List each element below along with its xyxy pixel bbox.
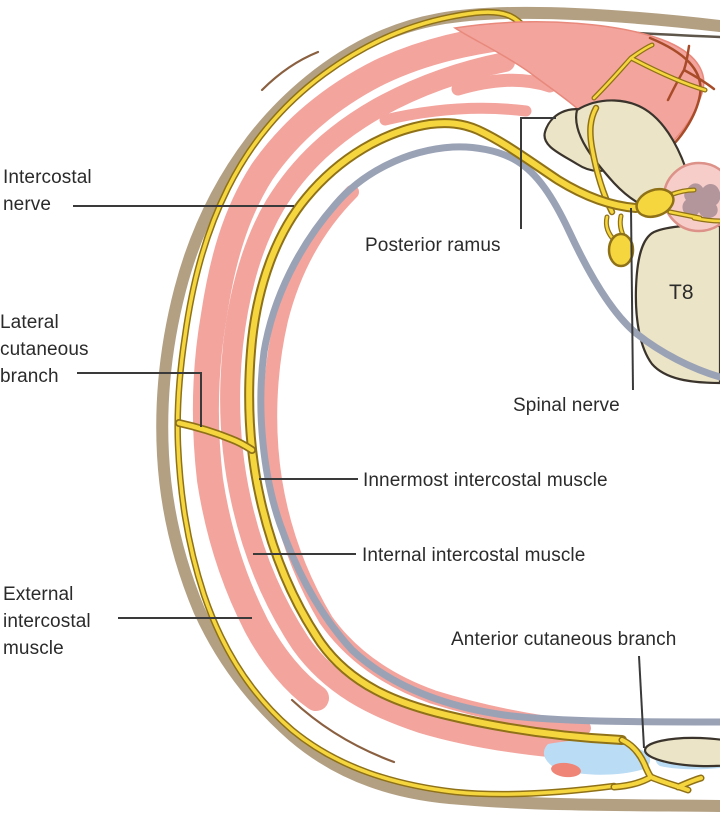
anterior-chest-detail <box>543 736 720 778</box>
label-anterior-cutaneous-branch: Anterior cutaneous branch <box>451 629 677 650</box>
label-t8-vertebra: T8 <box>669 281 694 304</box>
muscle-tip-deep <box>551 762 581 778</box>
external-intercostal-muscle-band <box>192 21 545 711</box>
pleura-line <box>257 143 720 726</box>
anterior-cutaneous-leader <box>638 655 645 749</box>
medial-branch-nerve <box>592 43 707 100</box>
muscle-sliver-upper <box>451 73 557 96</box>
dorsal-root-ganglion <box>635 187 675 219</box>
sympathetic-ganglion <box>607 232 635 268</box>
spinal-nerve-leader <box>630 207 634 391</box>
label-spinal-nerve: Spinal nerve <box>513 395 620 416</box>
lateral-cutaneous-leader <box>77 372 202 427</box>
leader-lines <box>73 117 645 749</box>
label-external-intercostal-muscle: External intercostal muscle <box>3 584 91 659</box>
label-innermost-intercostal-muscle: Innermost intercostal muscle <box>363 470 608 491</box>
fascia-arc-upper <box>260 50 320 92</box>
label-internal-intercostal-muscle: Internal intercostal muscle <box>362 545 586 566</box>
cutaneous-nerve <box>175 10 616 796</box>
posterior-ramus-nerve <box>588 106 614 214</box>
lateral-cutaneous-branch-nerve <box>176 420 255 453</box>
vertebra-t8 <box>543 99 720 385</box>
label-posterior-ramus: Posterior ramus <box>365 235 501 256</box>
dorsal-artery-branches <box>666 44 716 102</box>
muscle-sliver-lower <box>379 102 532 126</box>
label-intercostal-nerve: Intercostal nerve <box>3 167 92 215</box>
sternum-section <box>643 736 720 768</box>
vertebral-body <box>634 224 720 385</box>
label-lateral-cutaneous-branch: Lateral cutaneous branch <box>0 312 89 387</box>
nerve-system <box>175 42 720 794</box>
intercostal-nerve <box>246 120 639 743</box>
posterior-ramus-leader <box>520 117 556 229</box>
fascia-arc-lower <box>290 698 396 764</box>
anterior-cutaneous-branch-nerve <box>612 738 703 792</box>
